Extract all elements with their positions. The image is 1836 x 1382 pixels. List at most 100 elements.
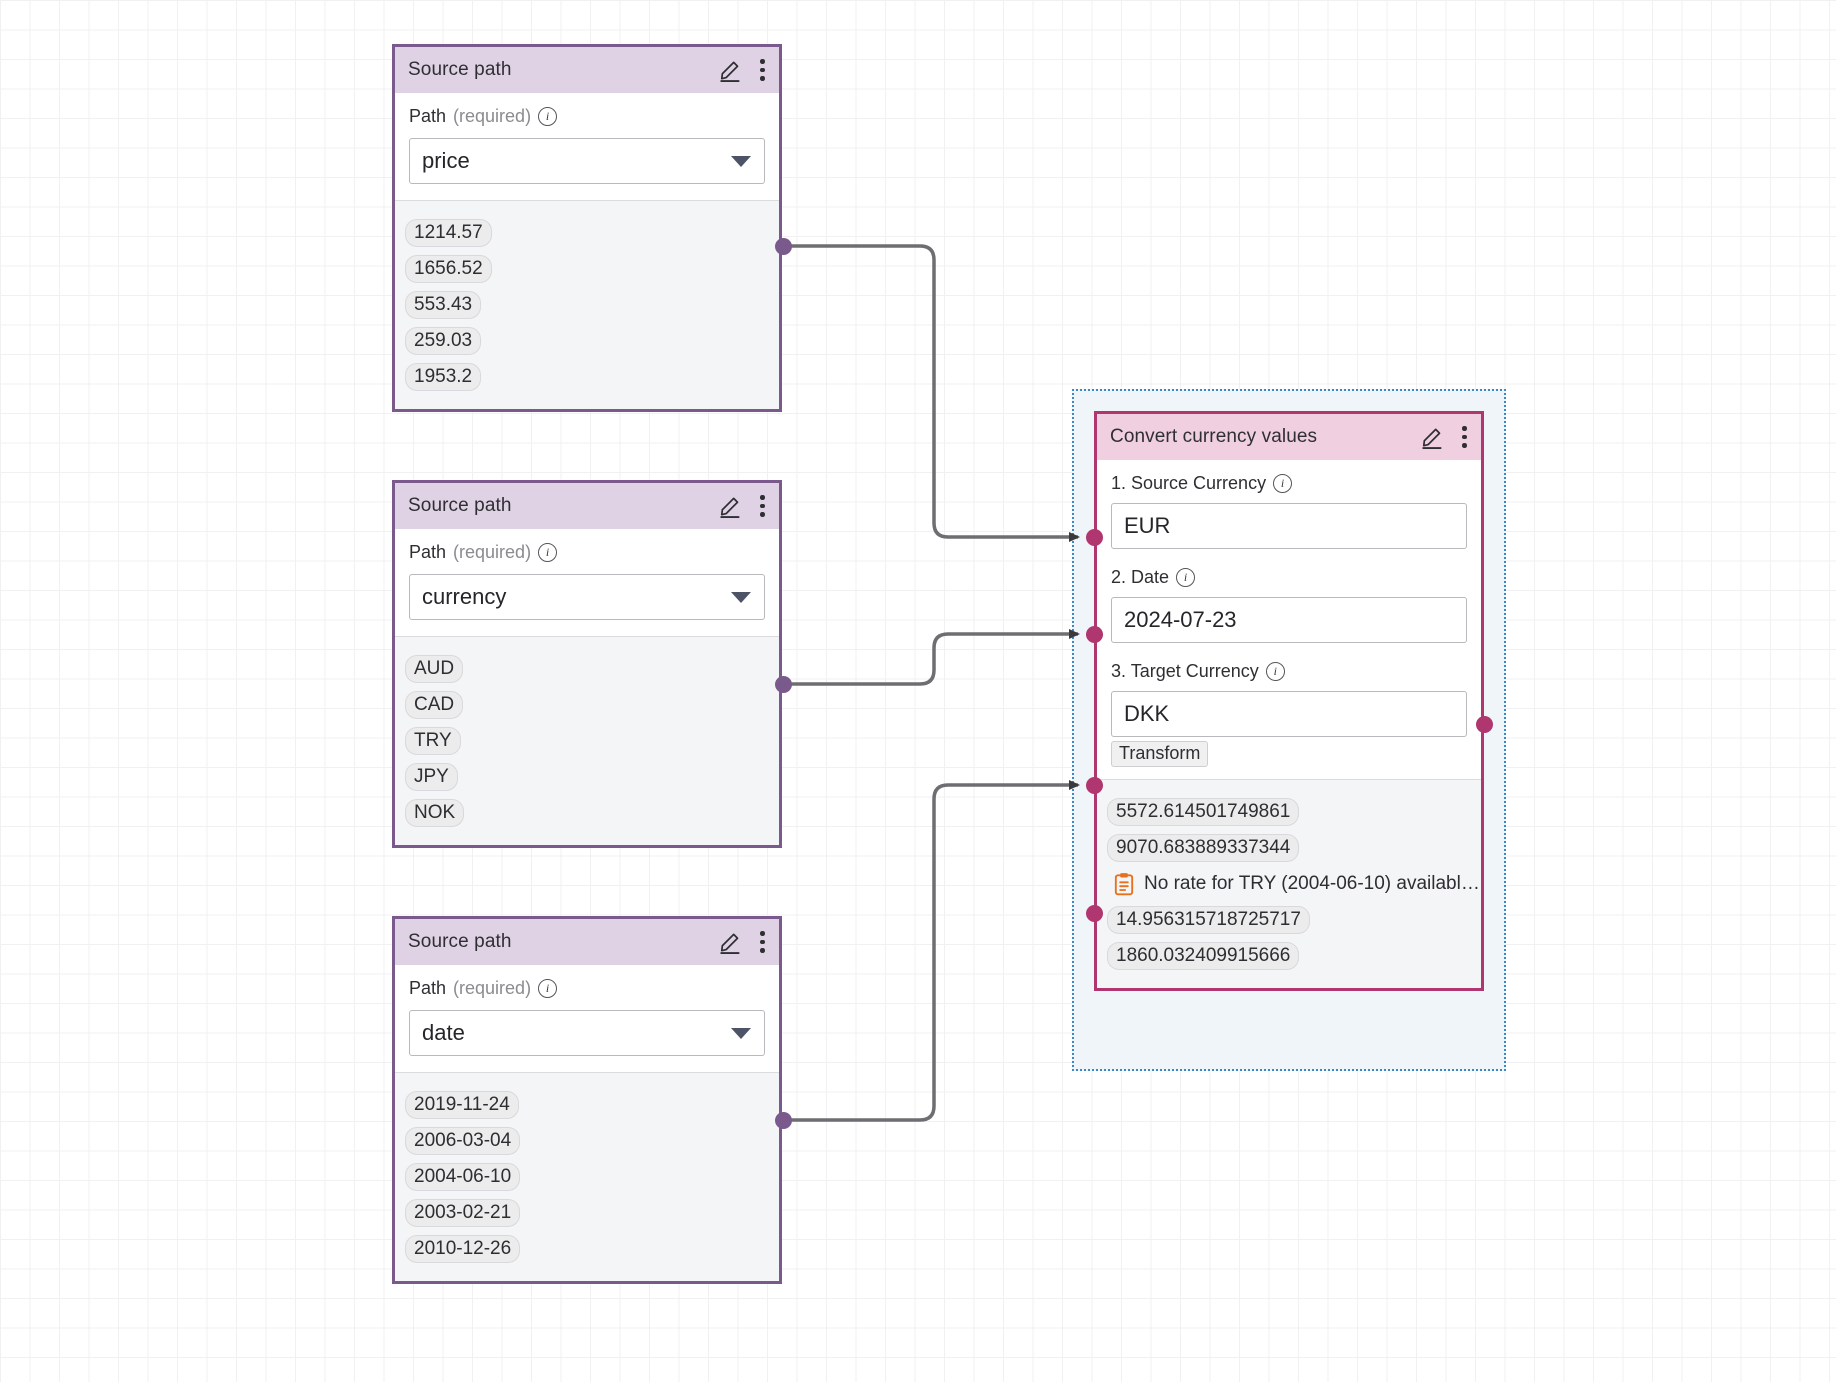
field-label-text: 1. Source Currency [1111, 473, 1267, 493]
field-label-text: 2. Date [1111, 567, 1170, 587]
node-header[interactable]: Source path [395, 483, 779, 529]
node-source-path-currency[interactable]: Source path Path (required) i [392, 480, 782, 848]
list-item: 14.956315718725717 [1097, 902, 1481, 938]
value-chip: 1656.52 [405, 254, 492, 284]
path-select-value: date [422, 1020, 465, 1045]
field-label-text: Path [409, 542, 447, 562]
list-item: TRY [395, 723, 779, 759]
value-chip: TRY [405, 726, 461, 756]
output-port-price[interactable] [775, 238, 792, 255]
date-input[interactable]: 2024-07-23 [1111, 597, 1467, 643]
list-item: 1214.57 [395, 215, 779, 251]
value-chip: AUD [405, 654, 464, 684]
list-item: 5572.614501749861 [1097, 794, 1481, 830]
error-report-icon [1113, 872, 1135, 896]
chevron-down-icon[interactable] [731, 1028, 751, 1039]
node-header[interactable]: Source path [395, 919, 779, 965]
result-chip: 9070.683889337344 [1107, 833, 1300, 863]
field-required-text: (required) [453, 978, 532, 998]
pencil-edit-icon[interactable] [718, 493, 744, 519]
value-chip: 2006-03-04 [405, 1126, 521, 1156]
pencil-edit-icon[interactable] [1420, 424, 1446, 450]
node-title: Convert currency values [1110, 426, 1318, 447]
node-body: Path (required) i price [395, 93, 779, 200]
output-port-currency[interactable] [775, 676, 792, 693]
node-source-path-date[interactable]: Source path Path (required) i [392, 916, 782, 1284]
node-header[interactable]: Convert currency values [1097, 414, 1481, 460]
chevron-down-icon[interactable] [731, 156, 751, 167]
field-label-date: 2. Date i [1111, 567, 1467, 588]
pencil-edit-icon[interactable] [718, 57, 744, 83]
node-convert-currency-values[interactable]: Convert currency values 1. Source Curren… [1094, 411, 1484, 991]
node-body: Path (required) i currency [395, 529, 779, 636]
field-required-text: (required) [453, 106, 532, 126]
output-port-convert[interactable] [1476, 716, 1493, 733]
list-item: 2010-12-26 [395, 1231, 779, 1267]
path-select[interactable]: currency [409, 574, 765, 620]
info-icon[interactable]: i [1265, 662, 1285, 681]
transform-badge: Transform [1111, 741, 1209, 767]
list-item: 2006-03-04 [395, 1123, 779, 1159]
path-select-value: price [422, 148, 470, 173]
list-item: 2003-02-21 [395, 1195, 779, 1231]
preview-value-list: AUD CAD TRY JPY NOK [395, 636, 779, 845]
more-vertical-icon[interactable] [760, 58, 765, 82]
list-item-error: No rate for TRY (2004-06-10) availabl… [1097, 866, 1481, 902]
value-chip: 2010-12-26 [405, 1234, 521, 1264]
node-body: 1. Source Currency i EUR 2. Date i 2024-… [1097, 460, 1481, 779]
node-title: Source path [408, 495, 512, 516]
chevron-down-icon[interactable] [731, 592, 751, 603]
value-chip: 259.03 [405, 326, 482, 356]
list-item: 259.03 [395, 323, 779, 359]
value-chip: 1214.57 [405, 218, 492, 248]
field-label-path: Path (required) i [409, 978, 765, 999]
target-currency-value: DKK [1124, 701, 1170, 726]
list-item: 1860.032409915666 [1097, 938, 1481, 974]
field-label-path: Path (required) i [409, 542, 765, 563]
edge-date-to-target-currency [784, 780, 1080, 1122]
result-chip: 1860.032409915666 [1107, 941, 1300, 971]
target-currency-input[interactable]: DKK [1111, 691, 1467, 737]
info-icon[interactable]: i [538, 979, 558, 998]
field-label-text: Path [409, 106, 447, 126]
node-body: Path (required) i date [395, 965, 779, 1072]
input-port-source-currency[interactable] [1086, 529, 1103, 546]
value-chip: 2004-06-10 [405, 1162, 521, 1192]
more-vertical-icon[interactable] [760, 494, 765, 518]
info-icon[interactable]: i [1176, 568, 1196, 587]
path-select[interactable]: date [409, 1010, 765, 1056]
input-port-target-currency[interactable] [1086, 777, 1103, 794]
source-currency-input[interactable]: EUR [1111, 503, 1467, 549]
pencil-edit-icon[interactable] [718, 929, 744, 955]
list-item: 9070.683889337344 [1097, 830, 1481, 866]
list-item: AUD [395, 651, 779, 687]
node-source-path-price[interactable]: Source path Path (required) i [392, 44, 782, 412]
list-item: CAD [395, 687, 779, 723]
input-port-extra[interactable] [1086, 905, 1103, 922]
preview-value-list: 1214.57 1656.52 553.43 259.03 1953.2 [395, 200, 779, 409]
path-select-value: currency [422, 584, 507, 609]
field-label-target-currency: 3. Target Currency i [1111, 661, 1467, 682]
list-item: 2019-11-24 [395, 1087, 779, 1123]
value-chip: JPY [405, 762, 458, 792]
list-item: 1953.2 [395, 359, 779, 395]
input-port-date[interactable] [1086, 626, 1103, 643]
info-icon[interactable]: i [1273, 474, 1293, 493]
path-select[interactable]: price [409, 138, 765, 184]
list-item: 1656.52 [395, 251, 779, 287]
list-item: 2004-06-10 [395, 1159, 779, 1195]
more-vertical-icon[interactable] [1462, 425, 1467, 449]
output-port-date[interactable] [775, 1112, 792, 1129]
value-chip: 2003-02-21 [405, 1198, 521, 1228]
node-header[interactable]: Source path [395, 47, 779, 93]
info-icon[interactable]: i [538, 107, 558, 126]
transform-result-list: 5572.614501749861 9070.683889337344 No r… [1097, 779, 1481, 988]
preview-value-list: 2019-11-24 2006-03-04 2004-06-10 2003-02… [395, 1072, 779, 1281]
node-title: Source path [408, 59, 512, 80]
list-item: NOK [395, 795, 779, 831]
info-icon[interactable]: i [538, 543, 558, 562]
source-currency-value: EUR [1124, 513, 1171, 538]
more-vertical-icon[interactable] [760, 930, 765, 954]
value-chip: NOK [405, 798, 465, 828]
